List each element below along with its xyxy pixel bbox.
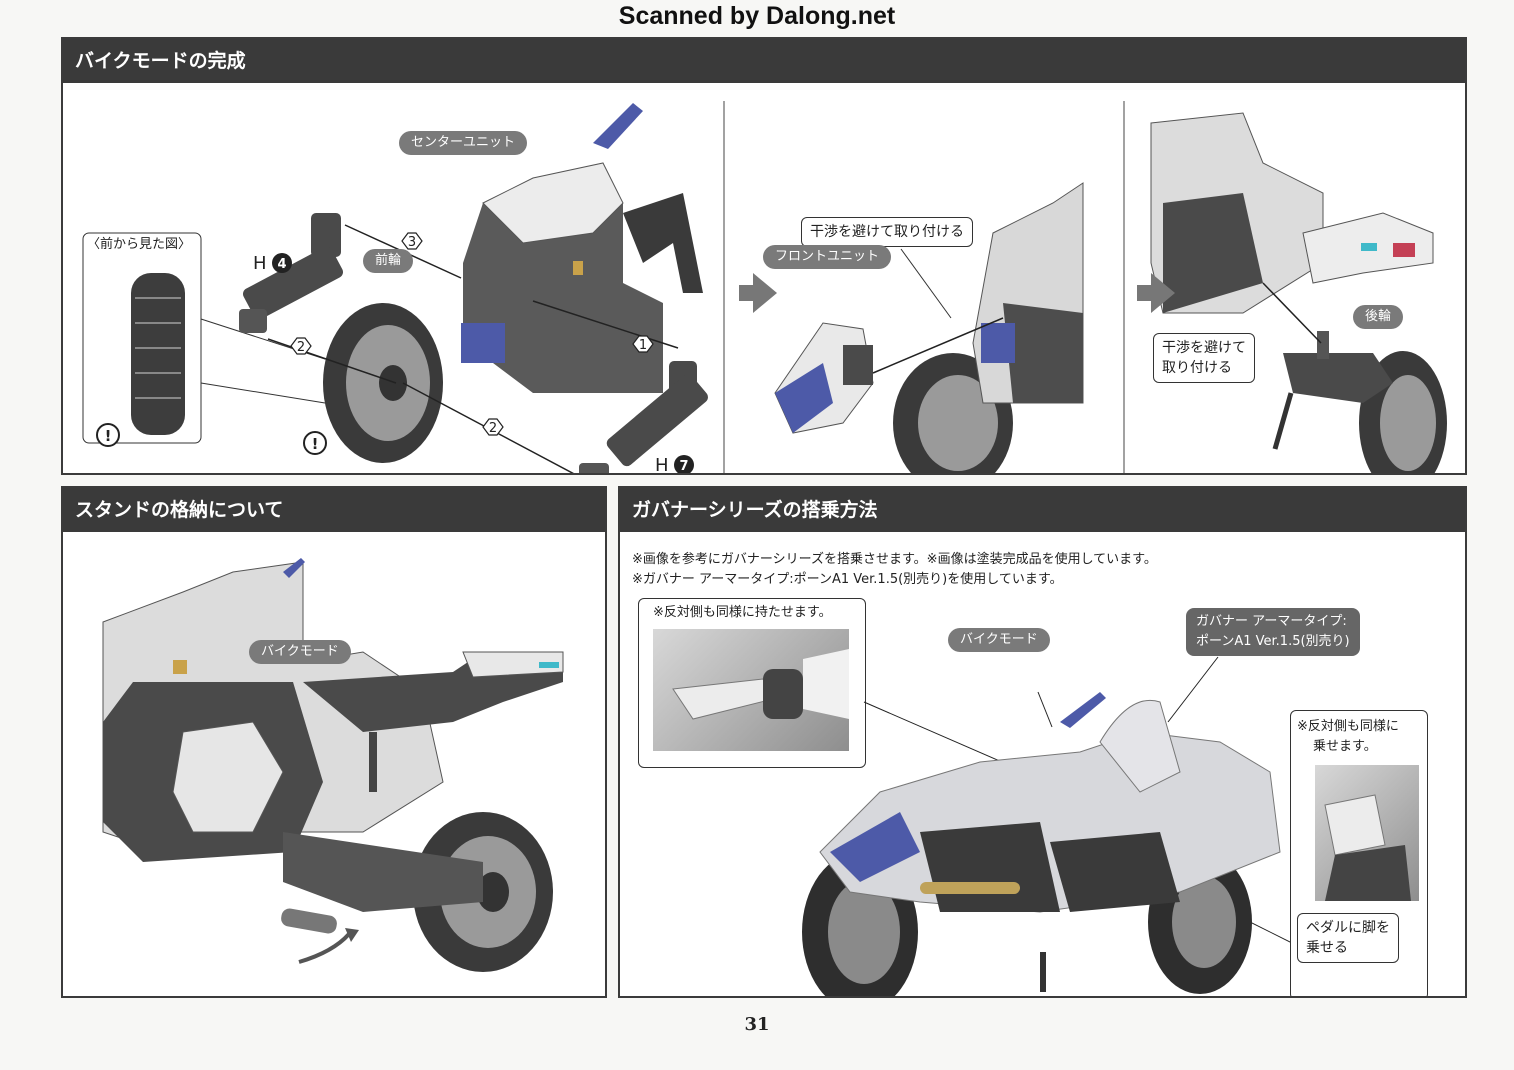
- ride-photo: [802, 656, 1311, 996]
- hand-photo: [653, 629, 849, 751]
- panel-title: バイクモードの完成: [63, 39, 1465, 83]
- step-number-2: 2: [297, 340, 305, 355]
- inset-ride: ※反対側も同様に 乗せます。 ペダルに脚を 乗せる: [1290, 710, 1428, 996]
- inset-note-line: 乗せます。: [1313, 739, 1377, 754]
- label-front-view: 〈前から見た図〉: [87, 237, 192, 252]
- seat-photo: [1315, 765, 1419, 901]
- panel-stand-storage: スタンドの格納について バイクモード: [61, 486, 607, 998]
- label-front-wheel: 前輪: [363, 249, 414, 273]
- inset-note: ※反対側も同様に持たせます。: [653, 605, 832, 620]
- right-bike-drawing: [1150, 112, 1434, 314]
- callout-line: 乗せる: [1306, 940, 1348, 956]
- label-line: ガバナー アーマータイプ:: [1196, 614, 1347, 629]
- next-step-arrow: [739, 273, 777, 313]
- inset-note: ※反対側も同様に 乗せます。: [1297, 717, 1399, 757]
- label-armor-type: ガバナー アーマータイプ: ポーンA1 Ver.1.5(別売り): [1186, 608, 1360, 656]
- inset-hold: ※反対側も同様に持たせます。: [638, 598, 866, 768]
- callout-line: 取り付ける: [1162, 360, 1232, 376]
- step-number-1: 1: [639, 338, 647, 353]
- step-number-2: 2: [489, 421, 497, 436]
- panel-title: ガバナーシリーズの搭乗方法: [620, 488, 1465, 532]
- label-line: ポーンA1 Ver.1.5(別売り): [1196, 634, 1350, 649]
- panel-bike-mode: バイクモードの完成: [61, 37, 1467, 475]
- callout-line: 干渉を避けて: [1162, 340, 1246, 356]
- arm-part-h4: [239, 213, 344, 333]
- front-view-tire: [131, 273, 185, 435]
- front-wheel-drawing: [323, 303, 443, 463]
- warning-icon: !: [105, 427, 112, 445]
- part-label-h: H: [253, 253, 267, 274]
- label-bike-mode: バイクモード: [249, 640, 351, 664]
- callout-pedal: ペダルに脚を 乗せる: [1297, 913, 1399, 963]
- label-rear-wheel: 後輪: [1353, 305, 1404, 329]
- panel-body: バイクモード: [63, 532, 605, 996]
- arm-part-h7: [579, 361, 708, 473]
- panel-body: ※画像を参考にガバナーシリーズを搭乗させます。※画像は塗装完成品を使用しています…: [620, 532, 1465, 996]
- page-number: 31: [744, 1014, 770, 1035]
- step-number-3: 3: [408, 235, 416, 250]
- center-unit-drawing: [461, 103, 703, 393]
- panel-body: 3 2 2 1 H 4 H 7 ! !: [63, 83, 1465, 473]
- inset-note-line: ※反対側も同様に: [1297, 719, 1399, 734]
- part-label-h: H: [655, 455, 669, 473]
- label-center-unit: センターユニット: [399, 131, 528, 155]
- stand-diagram: [102, 558, 564, 972]
- assembly-diagram: 3 2 2 1 H 4 H 7 ! !: [82, 101, 1447, 473]
- part-number-7: 7: [679, 459, 688, 473]
- label-front-unit: フロントユニット: [763, 245, 892, 269]
- label-bike-mode: バイクモード: [948, 628, 1050, 652]
- panel-riding-method: ガバナーシリーズの搭乗方法 ※画像を参考にガバナーシリーズを搭乗させます。※画像…: [618, 486, 1467, 998]
- warning-icon: !: [312, 435, 319, 453]
- middle-bike-drawing: [893, 182, 1084, 473]
- watermark: Scanned by Dalong.net: [618, 2, 896, 30]
- front-unit-drawing: [774, 322, 874, 434]
- next-step-arrow: [1137, 273, 1175, 313]
- panel-title: スタンドの格納について: [63, 488, 605, 532]
- part-number-4: 4: [277, 257, 286, 272]
- note-line: ※ガバナー アーマータイプ:ポーンA1 Ver.1.5(別売り)を使用しています…: [632, 572, 1063, 587]
- rear-wheel-drawing: [1272, 331, 1447, 473]
- note-line: ※画像を参考にガバナーシリーズを搭乗させます。※画像は塗装完成品を使用しています…: [632, 552, 1157, 567]
- callout-line: ペダルに脚を: [1306, 920, 1390, 936]
- callout-avoid-interference: 干渉を避けて取り付ける: [801, 217, 973, 247]
- callout-avoid-interference-2: 干渉を避けて 取り付ける: [1153, 333, 1255, 383]
